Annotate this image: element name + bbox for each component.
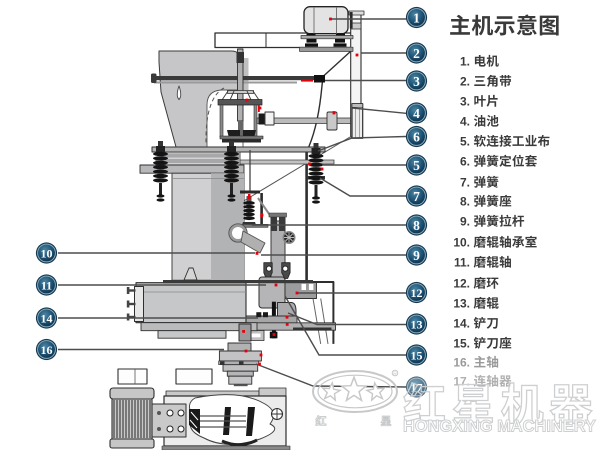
svg-text:7: 7 (413, 189, 420, 204)
svg-text:3.: 3. (460, 95, 470, 109)
svg-text:8: 8 (413, 218, 420, 233)
svg-text:14: 14 (41, 311, 53, 325)
svg-text:1: 1 (413, 10, 420, 25)
svg-text:6: 6 (413, 129, 420, 144)
svg-text:2.: 2. (460, 75, 470, 89)
svg-text:10.: 10. (453, 236, 470, 250)
svg-text:1.: 1. (460, 55, 470, 69)
svg-text:2: 2 (413, 46, 420, 61)
svg-text:17.: 17. (453, 375, 470, 389)
svg-text:15: 15 (411, 348, 423, 362)
svg-text:HONGXING MACHINERY: HONGXING MACHINERY (403, 417, 597, 436)
svg-text:14.: 14. (453, 317, 470, 331)
svg-text:11: 11 (41, 278, 52, 292)
svg-text:R: R (393, 372, 397, 378)
svg-text:16.: 16. (453, 356, 470, 370)
svg-text:9.: 9. (460, 215, 470, 229)
svg-text:13: 13 (411, 317, 423, 331)
svg-text:4.: 4. (460, 115, 470, 129)
svg-text:12: 12 (411, 286, 423, 300)
svg-text:12.: 12. (453, 277, 470, 291)
svg-text:5: 5 (413, 158, 420, 173)
svg-text:10: 10 (41, 246, 53, 260)
svg-text:3: 3 (413, 74, 420, 89)
svg-text:6.: 6. (460, 155, 470, 169)
svg-text:5.: 5. (460, 135, 470, 149)
svg-text:8.: 8. (460, 195, 470, 209)
svg-text:7.: 7. (460, 176, 470, 190)
svg-text:13.: 13. (453, 297, 470, 311)
svg-text:15.: 15. (453, 337, 470, 351)
svg-text:16: 16 (41, 343, 53, 357)
svg-text:9: 9 (413, 248, 420, 263)
svg-text:4: 4 (413, 106, 420, 121)
svg-text:11.: 11. (454, 256, 470, 270)
